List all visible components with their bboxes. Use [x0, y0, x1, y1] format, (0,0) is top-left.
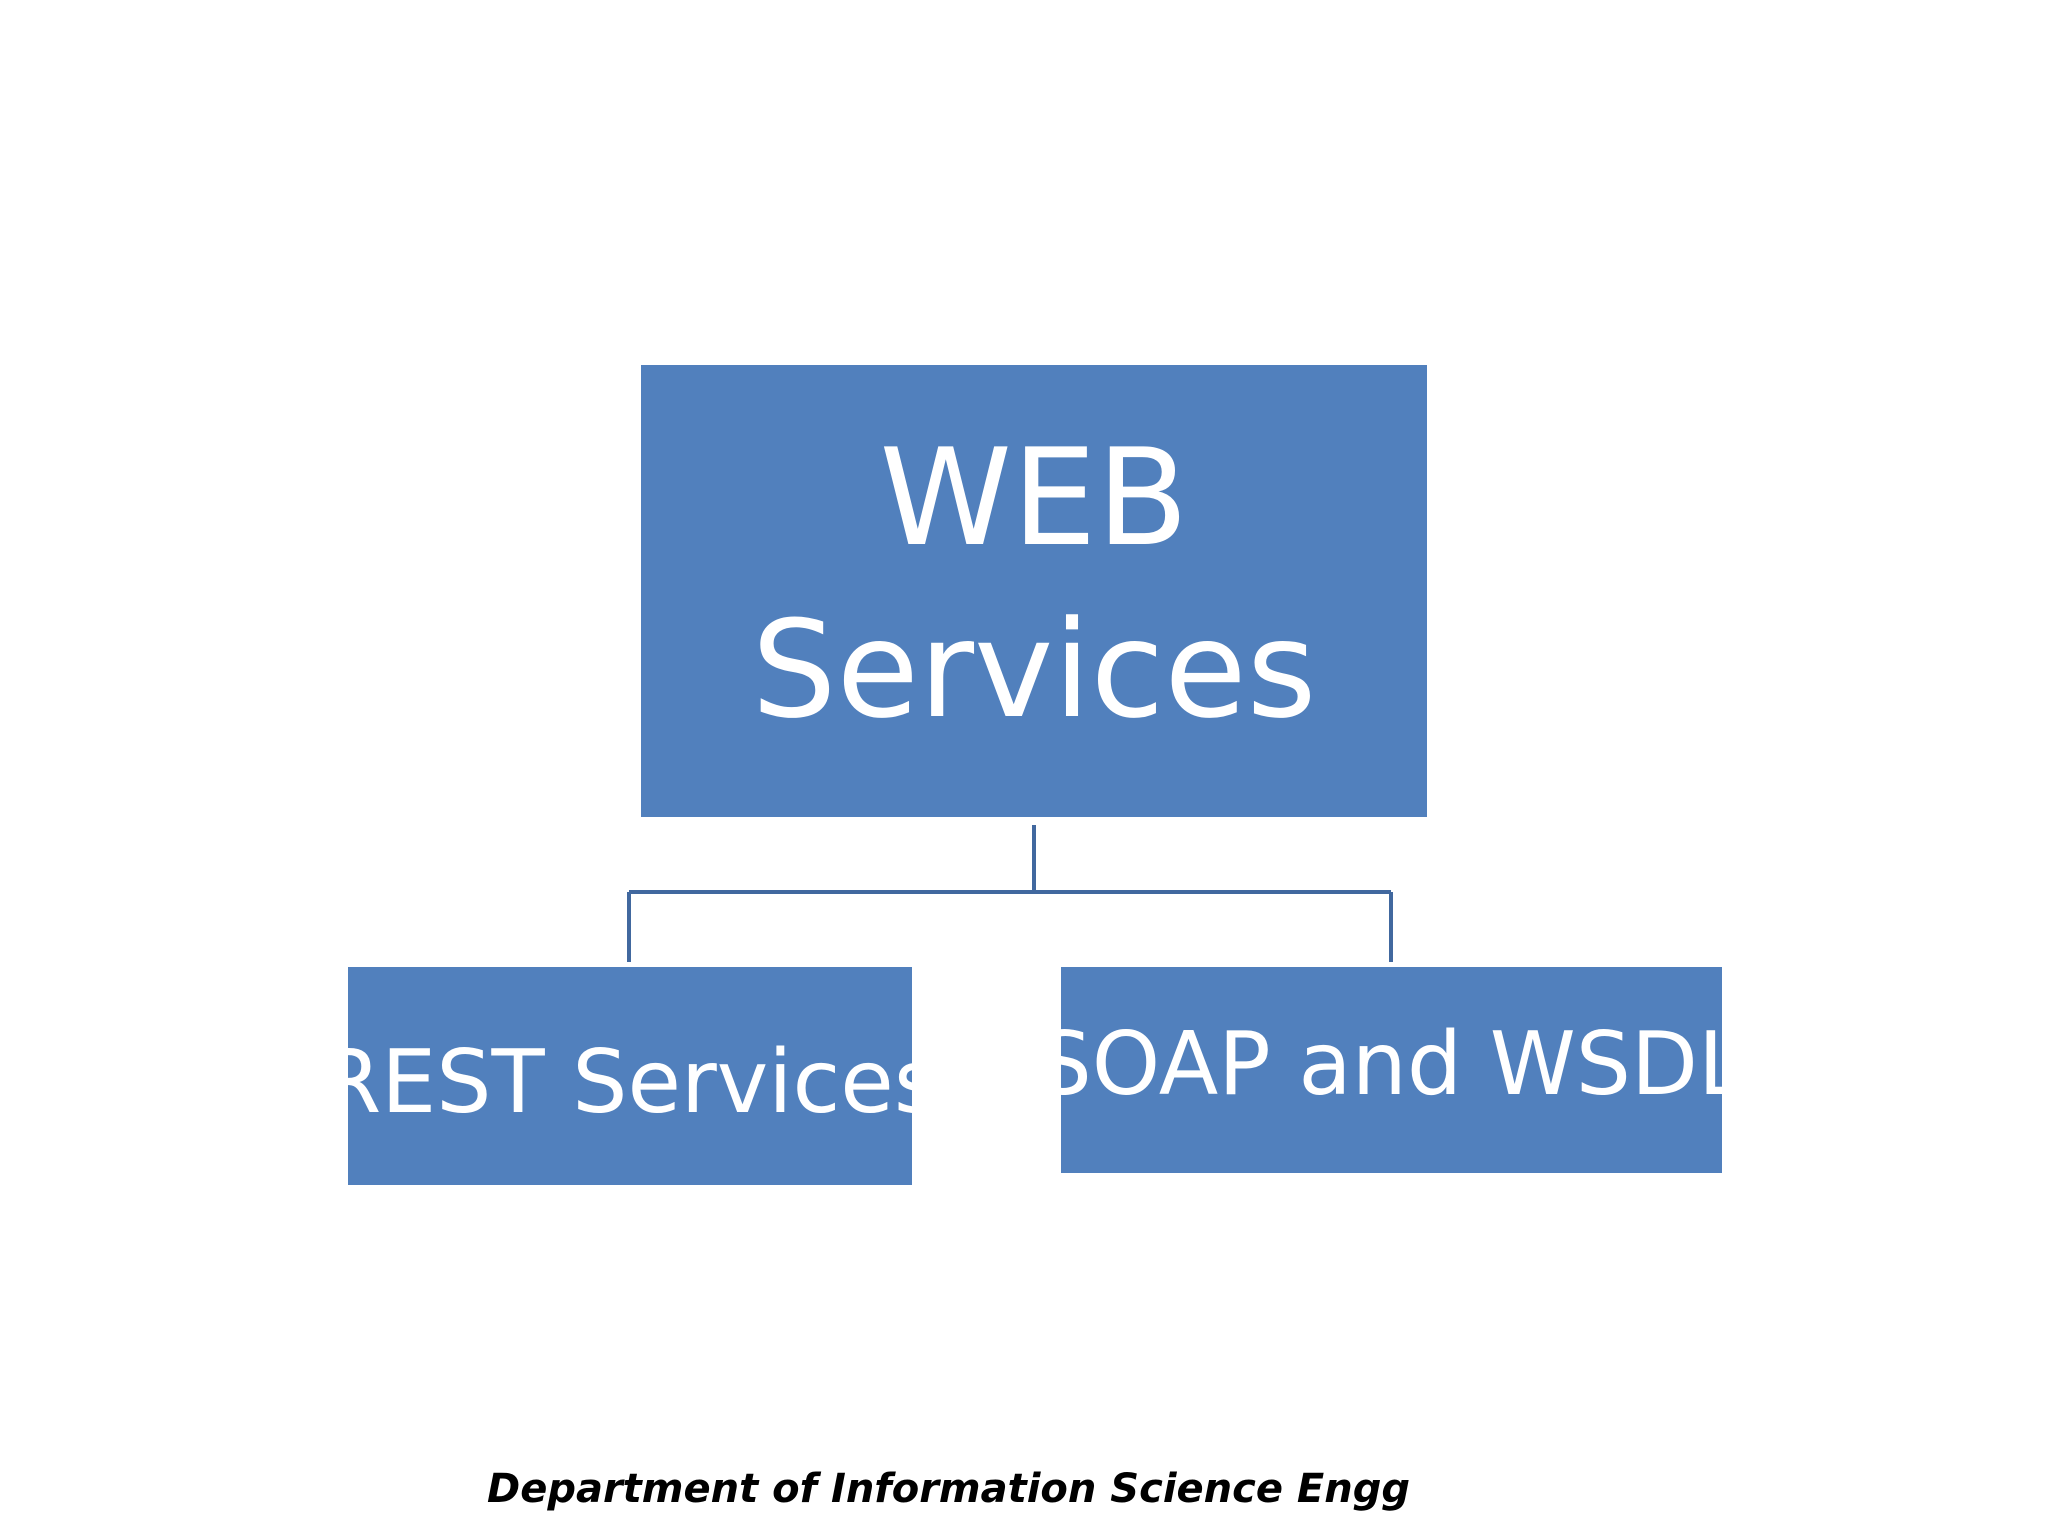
root-node-label: WEB Services: [751, 420, 1317, 748]
connector-root-to-children: [627, 825, 1393, 962]
child-node-rest-services: REST Services: [321, 967, 939, 1185]
footer-department: Department of Information Science Engg: [487, 1466, 1410, 1512]
child-node-label: REST Services: [320, 1031, 940, 1133]
root-node-web-services: WEB Services: [641, 365, 1427, 817]
child-node-label: SOAP and WSDL: [1036, 1013, 1747, 1115]
child-node-soap-and-wsdl: SOAP and WSDL: [1037, 967, 1746, 1173]
